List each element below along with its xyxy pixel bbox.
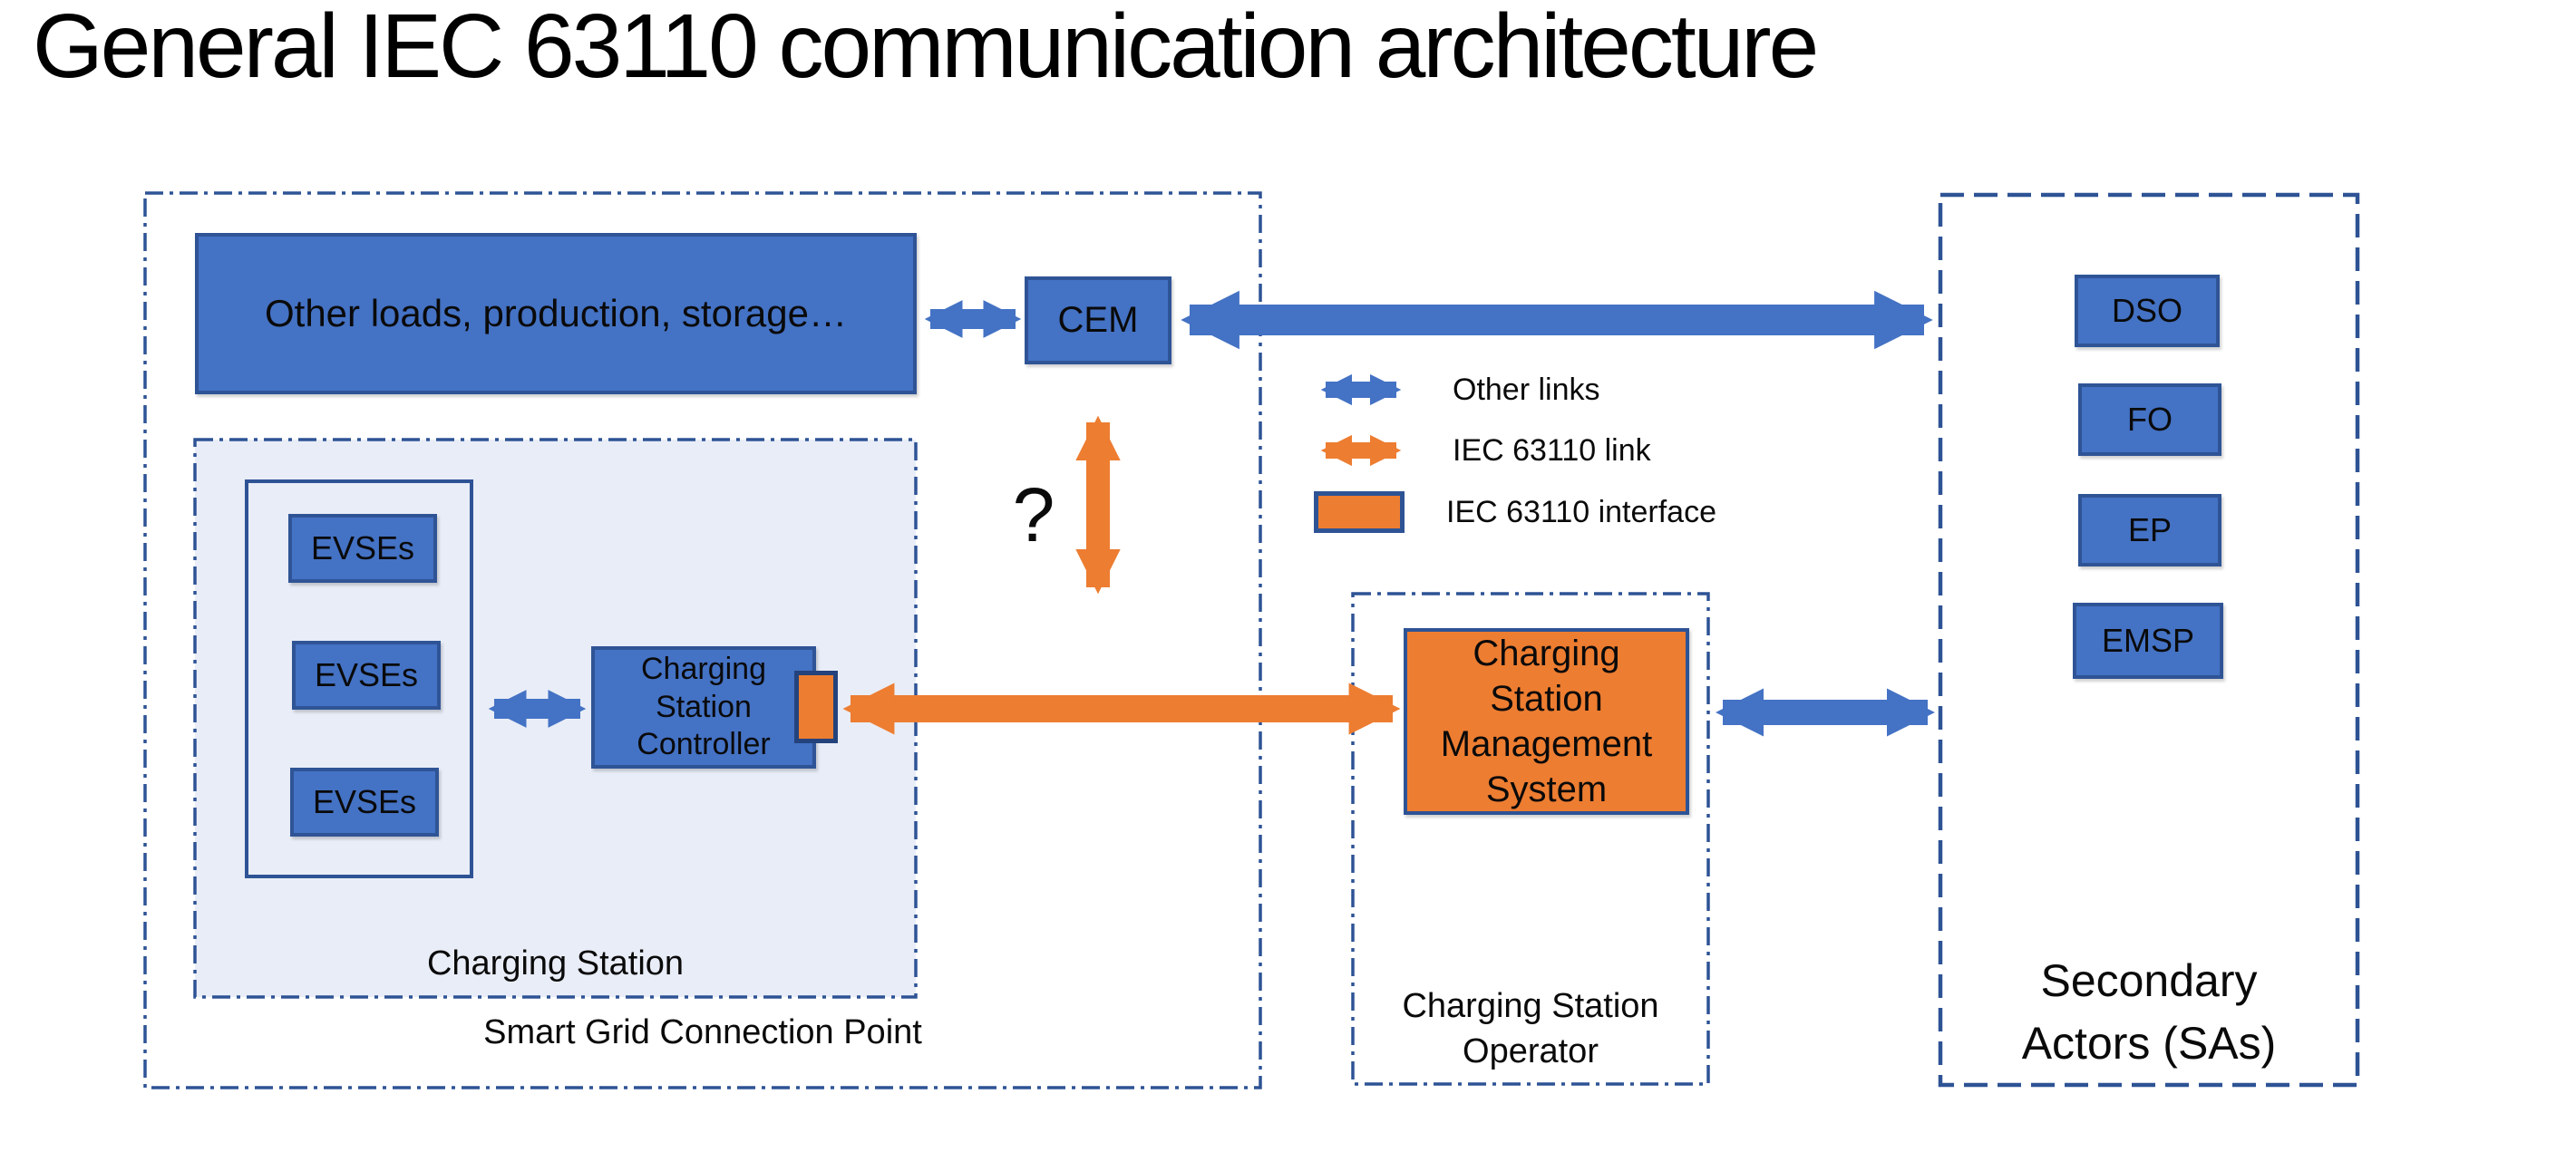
charging-station-label: Charging Station: [426, 944, 685, 983]
charging-station-controller-label: Charging Station Controller: [637, 652, 771, 762]
evse-group-frame: [245, 479, 473, 878]
legend-iec-interface-swatch: [1314, 491, 1405, 533]
charging-station-operator-label: Charging Station Operator: [1402, 987, 1659, 1071]
evse-label-2: EVSEs: [314, 656, 419, 693]
other-loads-label: Other loads, production, storage…: [264, 292, 848, 334]
evse-box-1: EVSEs: [288, 514, 437, 583]
legend-item-other-links: Other links: [1311, 370, 1600, 410]
controller-iec63110-interface: [794, 671, 838, 743]
smart-grid-connection-point-border: [143, 191, 1262, 1089]
legend-item-iec-interface: IEC 63110 interface: [1311, 491, 1716, 533]
legend-item-iec-link: IEC 63110 link: [1311, 431, 1651, 470]
csms-label: Charging Station Management System: [1440, 634, 1653, 809]
actor-label-fo: FO: [2127, 401, 2173, 438]
legend-other-links-label: Other links: [1453, 372, 1600, 407]
evse-label-1: EVSEs: [310, 529, 415, 566]
cem-box: CEM: [1025, 276, 1171, 364]
actor-box-ep: EP: [2078, 494, 2221, 566]
smart-grid-connection-point-label: Smart Grid Connection Point: [483, 1013, 922, 1051]
evse-label-3: EVSEs: [312, 783, 417, 820]
legend-iec-link-arrow-icon: [1320, 434, 1402, 467]
secondary-actors-label: Secondary Actors (SAs): [2021, 955, 2277, 1069]
evse-box-3: EVSEs: [290, 768, 439, 837]
charging-station-operator-border: [1351, 592, 1710, 1086]
cem-label: CEM: [1057, 300, 1139, 340]
page-title: General IEC 63110 communication architec…: [33, 0, 1819, 97]
actor-box-fo: FO: [2078, 383, 2221, 456]
legend-iec-link-label: IEC 63110 link: [1453, 432, 1651, 468]
question-mark-label: ?: [1012, 472, 1055, 557]
actor-box-dso: DSO: [2075, 275, 2220, 347]
legend-iec-interface-label: IEC 63110 interface: [1446, 494, 1716, 529]
actor-label-dso: DSO: [2111, 292, 2182, 329]
charging-station-controller-box: Charging Station Controller: [591, 646, 816, 769]
actor-box-emsp: EMSP: [2073, 603, 2223, 679]
evse-box-2: EVSEs: [292, 641, 441, 710]
secondary-actors-border: [1938, 192, 2360, 1088]
csms-box: Charging Station Management System: [1404, 628, 1689, 815]
legend-other-links-arrow-icon: [1320, 373, 1402, 406]
actor-label-ep: EP: [2127, 511, 2173, 548]
actor-label-emsp: EMSP: [2101, 622, 2195, 659]
other-loads-box: Other loads, production, storage…: [195, 233, 917, 394]
